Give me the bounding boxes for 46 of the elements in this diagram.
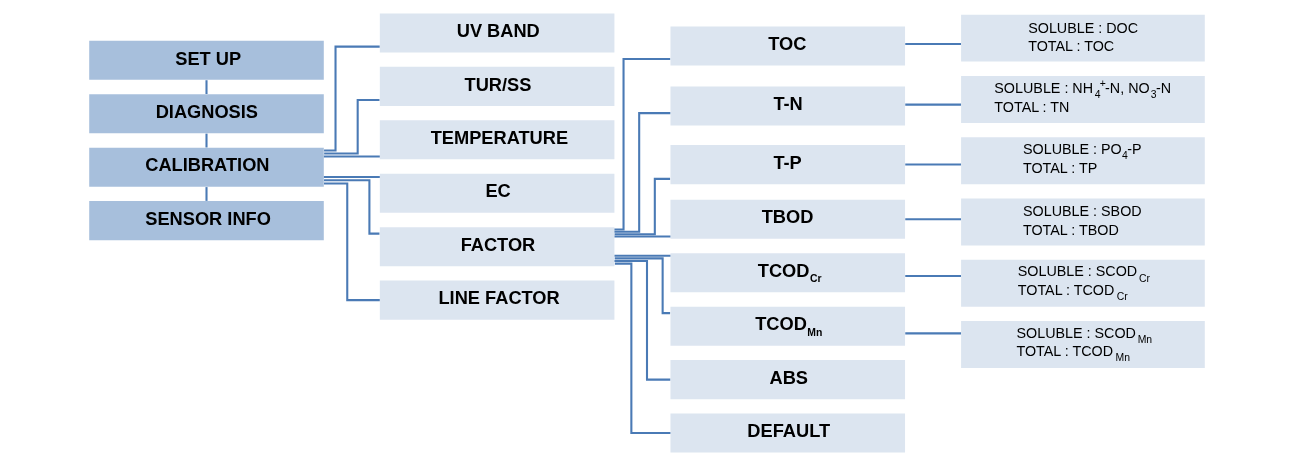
node-box: SOLUBLE : NH$_{4}$$^{+}$-N, NO$_{3}$-N TOTAL : TN [960,75,1205,123]
connector [323,155,380,158]
node-box: SOLUBLE : SCOD$_{Mn}$ TOTAL : TCOD$_{Mn}$ [960,320,1205,368]
node-box: T-N [669,86,905,126]
connector [904,43,961,46]
node-box: UV BAND [379,13,614,53]
node-box: SOLUBLE : SCOD$_{Cr}$ TOTAL : TCOD$_{Cr}$ [960,259,1205,307]
connector [904,218,961,221]
node-box: LINE FACTOR [379,280,614,320]
node-box: SET UP [88,40,324,80]
node-box: SOLUBLE : SBOD TOTAL : TBOD [960,198,1205,246]
connector [323,179,379,235]
node-box: EC [379,173,614,213]
connector [613,57,670,231]
connector [204,133,208,148]
connector [323,99,379,155]
connector [614,257,670,315]
connector [904,103,961,106]
connector [323,182,380,302]
node-box: TCOD$_{Mn}$ [669,306,905,346]
connector [904,332,961,335]
connector [904,274,961,278]
node-box: TUR/SS [379,66,614,106]
node-box: ABS [669,360,905,400]
node-box: SOLUBLE : DOC TOTAL : TOC [960,14,1205,62]
node-box: FACTOR [379,227,614,267]
node-box: DIAGNOSIS [88,94,324,134]
connector [323,45,380,152]
node-box: TEMPERATURE [379,120,614,160]
node-box: SOLUBLE : PO$_{4}$-P TOTAL : TP [960,137,1205,185]
connector [323,175,380,178]
connector [204,80,208,94]
node-box: TBOD [669,199,905,239]
node-box: CALIBRATION [88,147,324,187]
connector [614,262,670,435]
node-box: TCOD$_{Cr}$ [669,253,905,293]
connector [614,259,670,381]
connector [614,254,670,257]
connector [904,163,961,166]
node-box: T-P [669,145,905,185]
connector [204,187,208,201]
connector [613,112,670,233]
connector [614,235,670,238]
node-box: DEFAULT [669,413,905,453]
node-box: TOC [669,26,905,66]
node-box: SENSOR INFO [88,201,324,241]
